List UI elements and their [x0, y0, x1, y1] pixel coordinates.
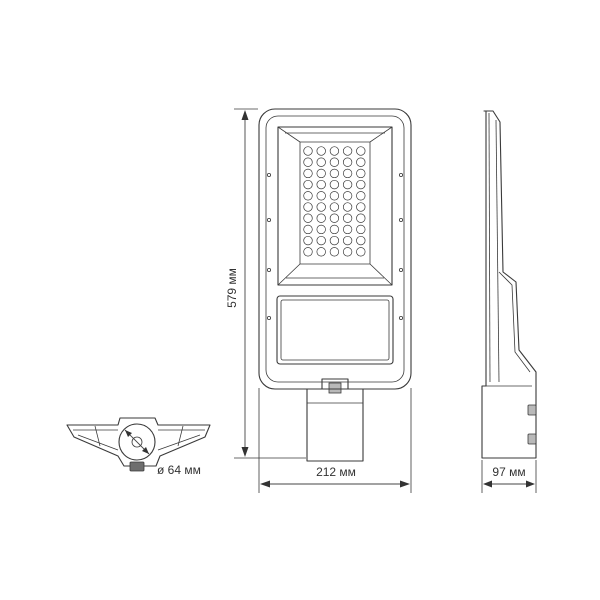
- depth-label: 97 мм: [492, 465, 525, 479]
- led-chip: [316, 157, 326, 167]
- led-chip: [303, 224, 313, 235]
- led-chip: [316, 235, 326, 246]
- side-adjust-knob-bottom: [527, 433, 537, 445]
- led-chip: [342, 235, 353, 246]
- led-chip: [342, 179, 353, 190]
- dimension-depth: 97 мм: [481, 460, 537, 493]
- led-chip: [303, 213, 313, 223]
- led-chip: [356, 157, 366, 167]
- led-chip: [342, 168, 353, 179]
- top-clamp: [129, 461, 145, 472]
- led-chip: [329, 235, 340, 246]
- side-view: [481, 110, 537, 459]
- led-chip: [303, 146, 313, 156]
- top-view: ø 64 мм: [66, 417, 211, 477]
- led-chip: [316, 224, 326, 235]
- led-chip: [342, 213, 353, 223]
- led-chip: [316, 202, 326, 212]
- pole-socket: [118, 423, 156, 461]
- driver-cover-panel: [276, 295, 394, 365]
- led-chip: [329, 224, 340, 235]
- width-label: 212 мм: [316, 465, 356, 479]
- led-chip: [303, 235, 313, 246]
- led-chip: [303, 179, 313, 190]
- led-chip: [356, 235, 366, 246]
- led-chip: [356, 224, 366, 235]
- led-chip: [356, 213, 366, 223]
- front-view: [258, 108, 412, 462]
- dimension-width: 212 мм: [258, 388, 412, 493]
- reflector: [277, 126, 393, 286]
- dimension-height: 579 мм: [225, 108, 306, 459]
- led-chip: [356, 146, 366, 156]
- side-adjust-knob-top: [527, 404, 537, 416]
- led-chip: [329, 202, 340, 212]
- led-chip: [329, 168, 340, 179]
- led-chip: [356, 202, 366, 212]
- led-chip: [329, 157, 340, 167]
- led-chip: [342, 247, 353, 257]
- front-body-inner: [265, 115, 405, 383]
- led-chip: [329, 247, 340, 257]
- led-chip: [303, 202, 313, 212]
- led-chip: [342, 146, 353, 156]
- mount-bracket-clip: [328, 382, 342, 394]
- height-label: 579 мм: [225, 268, 239, 308]
- top-body-outline: [66, 417, 211, 467]
- led-chip: [316, 146, 326, 156]
- led-chip: [316, 179, 326, 190]
- led-chip: [356, 179, 366, 190]
- led-chip: [316, 247, 326, 257]
- led-chip: [356, 191, 366, 201]
- led-chip: [303, 168, 313, 179]
- led-chip: [329, 213, 340, 223]
- led-chip: [356, 168, 366, 179]
- led-matrix: [303, 146, 366, 257]
- led-chip: [329, 179, 340, 190]
- led-chip: [303, 191, 313, 201]
- led-chip: [329, 146, 340, 156]
- led-chip: [342, 224, 353, 235]
- led-chip: [316, 168, 326, 179]
- led-chip: [356, 247, 366, 257]
- led-chip: [329, 191, 340, 201]
- led-chip: [316, 213, 326, 223]
- led-chip: [342, 157, 353, 167]
- led-chip: [342, 191, 353, 201]
- led-chip: [303, 247, 313, 257]
- led-chip: [303, 157, 313, 167]
- frame-screws: [266, 172, 403, 320]
- led-chip: [342, 202, 353, 212]
- led-chip: [316, 191, 326, 201]
- mounting-pole: [306, 388, 364, 462]
- driver-cover-inner: [280, 299, 390, 361]
- diameter-label: ø 64 мм: [157, 463, 201, 477]
